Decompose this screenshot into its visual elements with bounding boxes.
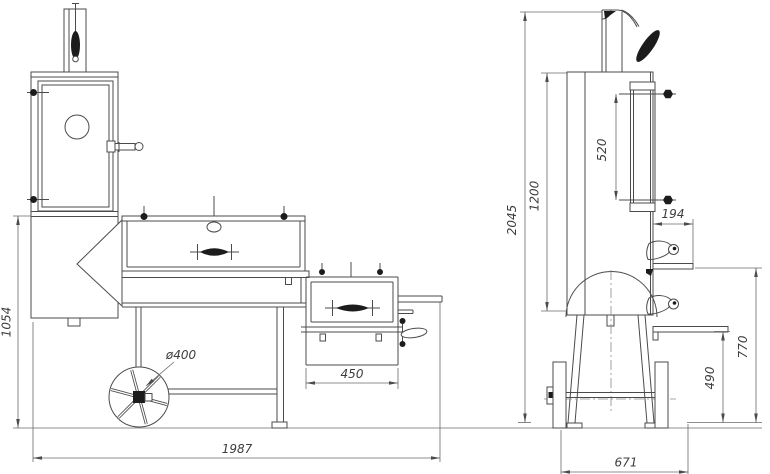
left-wheel [552,361,567,429]
damper-lever-grip [636,30,660,62]
firebox-hinge-bolt [319,269,325,275]
rear-foot [271,421,288,429]
vent-hole [64,114,90,140]
end-chimney [601,9,660,72]
dim-label-lower-shelf-height: 490 [703,366,717,389]
dim-label-firebox-length: 450 [341,367,364,381]
dim-1054: 1054 [0,215,31,428]
door-hinge-top [27,89,49,96]
side-table [398,295,443,303]
lid-handle [190,244,239,260]
thermometer [206,196,222,233]
undercarriage [108,307,288,429]
chamber-shelf [115,270,310,278]
firebox-hinge-bolt [377,269,383,275]
smoke-cabinet [27,71,144,327]
left-leg [567,314,578,424]
end-cabinet [566,71,654,316]
dim-1200: 1200 [528,72,567,312]
door-latch [106,140,144,153]
dim-450: 450 [305,367,399,389]
wheel [108,366,170,428]
dim-label-cabinet-height: 1200 [528,180,542,211]
firebox [301,262,443,366]
upper-shelf [646,263,694,276]
door-pin-top [663,89,673,99]
barrel-end-arc [565,271,658,318]
side-view: 1054 1987 450 ø400 [0,3,443,462]
main-chamber [115,196,310,308]
damper-pivot [604,11,616,19]
dim-label-upper-shelf-height: 770 [736,335,750,358]
cabinet-foot [67,318,81,327]
dim-label-overall-height: 2045 [505,205,519,236]
dim-label-base-width: 671 [615,456,638,470]
dim-671: 671 [560,424,689,474]
firebox-lid-handle [325,300,380,316]
lid-hinge-bolt [140,213,148,220]
dim-2045: 2045 [505,11,602,423]
drain-stub [606,314,615,327]
end-undercarriage [544,270,676,429]
dim-194: 194 [653,207,694,263]
damper-handle [71,31,80,59]
dim-1987: 1987 [32,302,441,462]
dim-520: 520 [595,94,618,200]
door-hinge-bottom [27,196,49,203]
dim-490: 490 [703,331,730,423]
dim-label-door-pin-spacing: 520 [595,138,609,161]
dim-label-wheel-diameter: ø400 [165,348,197,362]
end-door-edge [619,81,676,212]
end-view: 2045 1200 520 194 [505,9,762,474]
wheel-hub [133,391,145,403]
air-valve [398,309,428,347]
dim-770: 770 [687,267,762,423]
dim-label-shelf-depth: 194 [662,207,685,221]
chimney [63,3,87,73]
lid-hinge-bolt [280,213,288,220]
door-pin-bottom [663,195,673,205]
dim-wheel-diameter: ø400 [145,348,197,387]
lower-shelf [652,326,729,341]
dim-label-height: 1054 [0,307,14,338]
dim-label-overall-length: 1987 [222,442,253,456]
right-leg [637,314,648,424]
right-wheel [654,361,669,429]
left-foot [566,422,583,429]
smoke-collector-wedge [76,218,123,308]
